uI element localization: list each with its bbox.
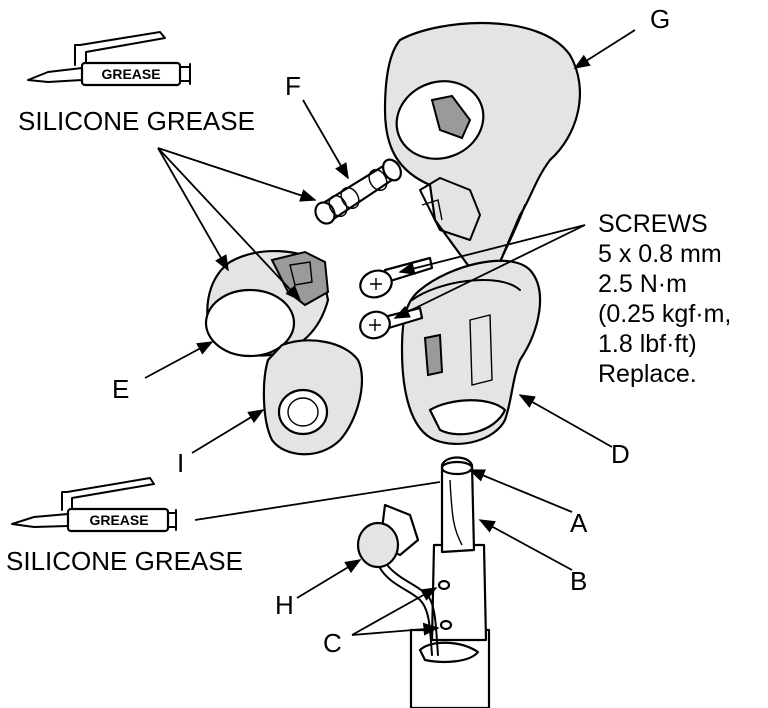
screw-icon-lower: [359, 306, 424, 340]
screws-spec-line-2: 2.5 N·m: [598, 270, 687, 298]
leader-lines: [144, 29, 636, 636]
grease-tube-icon-top: GREASE: [27, 31, 191, 87]
label-a: A: [570, 508, 588, 538]
screws-spec-line-4: 1.8 lbf·ft): [598, 330, 697, 358]
label-d: D: [611, 439, 630, 469]
label-e: E: [112, 374, 129, 404]
silicone-grease-caption-top: SILICONE GREASE: [18, 106, 255, 136]
screws-spec-line-5: Replace.: [598, 360, 697, 388]
screws-spec-line-3: (0.25 kgf·m,: [598, 300, 731, 328]
label-g: G: [650, 4, 670, 34]
grease-tube-text-top: GREASE: [101, 66, 160, 82]
shift-lever: [409, 456, 491, 708]
label-f: F: [285, 71, 301, 101]
label-c: C: [323, 628, 342, 658]
release-button-e: [204, 250, 330, 358]
label-b: B: [570, 566, 587, 596]
screws-title: SCREWS: [598, 210, 708, 238]
label-i: I: [177, 448, 184, 478]
silicone-grease-caption-bottom: SILICONE GREASE: [6, 546, 243, 576]
label-h: H: [275, 590, 294, 620]
screws-spec-block: SCREWS 5 x 0.8 mm 2.5 N·m (0.25 kgf·m, 1…: [598, 210, 731, 388]
grease-tube-icon-bottom: GREASE: [11, 477, 177, 533]
screw-icon-upper: [359, 256, 434, 299]
spring-and-pin-f: [314, 158, 402, 225]
knob-lower-shell-d: [400, 259, 542, 445]
grease-tube-text-bottom: GREASE: [89, 512, 148, 528]
knob-upper-shell-g: [383, 21, 582, 270]
screws-spec-line-1: 5 x 0.8 mm: [598, 240, 722, 268]
bezel-i: [262, 339, 364, 456]
